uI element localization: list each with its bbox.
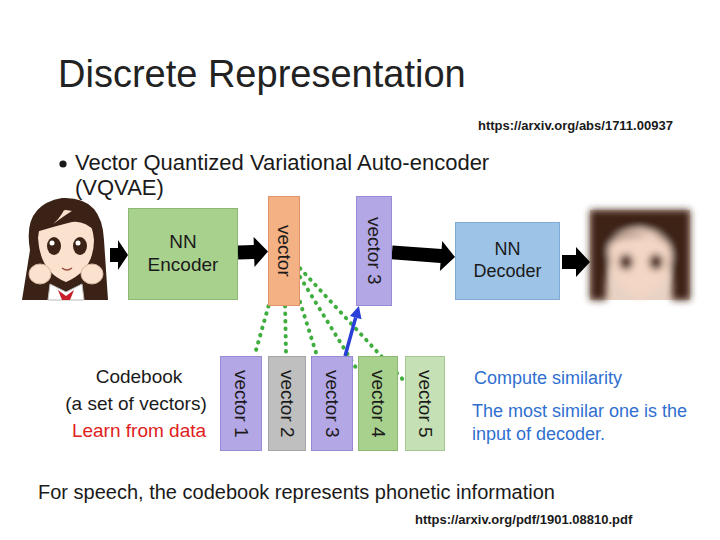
vertical-label: vector 5 — [414, 370, 437, 438]
slide-title: Discrete Representation — [58, 52, 466, 98]
decoder-input-note: The most similar one is the input of dec… — [472, 400, 690, 447]
dotted-line — [300, 302, 317, 356]
selection-arrow — [345, 306, 361, 356]
vertical-label: vector 1 — [230, 370, 253, 438]
encoder-box: NN Encoder — [128, 208, 238, 300]
block-arrow-shape — [238, 237, 268, 267]
speech-note: For speech, the codebook represents phon… — [38, 480, 555, 504]
arrow-head — [350, 306, 362, 319]
block-arrow — [392, 241, 456, 271]
codebook-vector: vector 1 — [220, 356, 262, 451]
block-arrow — [110, 240, 128, 270]
dotted-link — [300, 302, 317, 356]
input-image — [22, 198, 108, 300]
block-arrow-shape — [392, 241, 456, 271]
vertical-label: vector — [273, 225, 296, 277]
decoder-box: NN Decoder — [455, 222, 560, 300]
bullet-text: Vector Quantized Variational Auto-encode… — [75, 150, 555, 201]
codebook-vector: vector 2 — [268, 356, 306, 451]
vertical-label: vector 4 — [367, 370, 390, 438]
dotted-link — [285, 306, 287, 356]
dotted-line — [283, 306, 288, 356]
box-label: NN Decoder — [470, 239, 545, 282]
vertical-label: vector 3 — [321, 370, 344, 438]
quantized-vector: vector 3 — [356, 196, 392, 306]
codebook-note: (a set of vectors) — [50, 393, 222, 416]
similarity-note: Compute similarity — [474, 368, 622, 390]
dotted-link — [254, 306, 268, 356]
vertical-label: vector 3 — [363, 217, 386, 285]
box-label: NN Encoder — [143, 231, 223, 277]
dotted-line — [254, 306, 268, 356]
block-arrow — [562, 247, 590, 277]
reference-url: https://arxiv.org/abs/1711.00937 — [478, 118, 673, 134]
learn-note: Learn from data — [60, 420, 218, 443]
output-image — [590, 210, 690, 300]
codebook-heading: Codebook — [60, 366, 218, 389]
codebook-vector: vector 5 — [405, 356, 445, 451]
latent-vector: vector — [268, 196, 300, 306]
bullet-dot — [59, 160, 66, 167]
vertical-label: vector 2 — [276, 370, 299, 438]
block-arrow — [238, 237, 268, 267]
reference-url: https://arxiv.org/pdf/1901.08810.pdf — [415, 512, 632, 528]
arrow-line — [345, 318, 356, 356]
codebook-vector: vector 4 — [358, 356, 398, 451]
codebook-vector: vector 3 — [311, 356, 353, 451]
